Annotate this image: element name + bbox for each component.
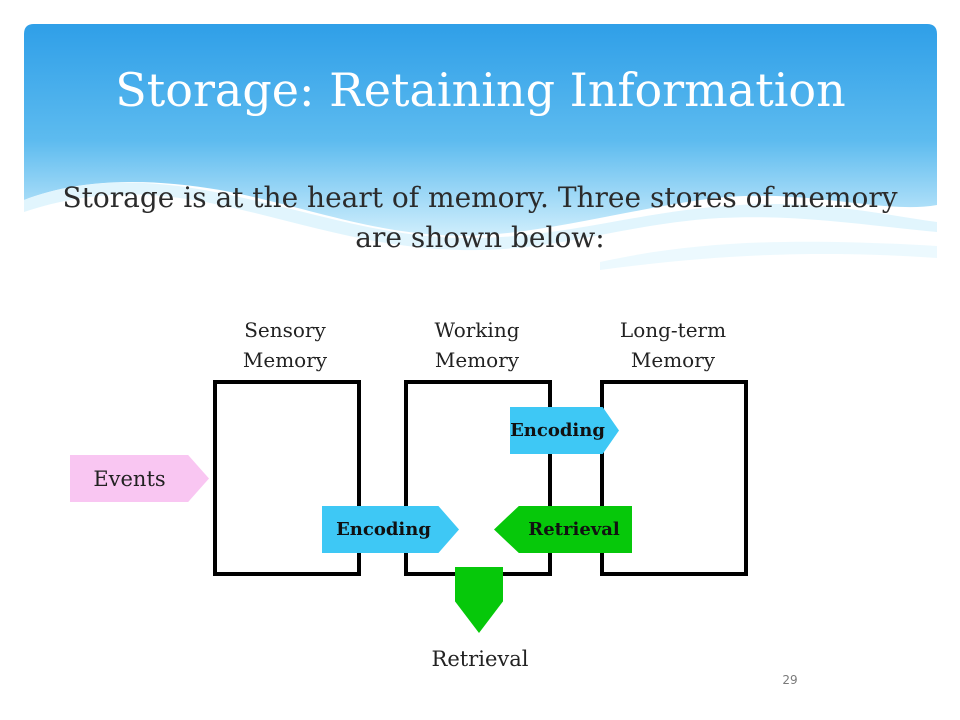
encoding-label: Encoding bbox=[510, 420, 605, 441]
encoding-arrow-to-working: Encoding bbox=[322, 506, 459, 553]
long-term-memory-label: Long-term Memory bbox=[619, 318, 727, 372]
events-label: Events bbox=[93, 466, 166, 491]
retrieval-down-arrow bbox=[455, 567, 503, 633]
encoding-arrow-to-long-term: Encoding bbox=[510, 407, 619, 454]
working-memory-label: Working Memory bbox=[434, 318, 520, 372]
encoding-label: Encoding bbox=[336, 519, 431, 540]
retrieval-arrow-from-long-term: Retrieval bbox=[494, 506, 632, 553]
retrieval-label: Retrieval bbox=[528, 519, 620, 540]
page-number: 29 bbox=[782, 673, 798, 687]
retrieval-output-label: Retrieval bbox=[431, 647, 529, 671]
slide-subtitle: Storage is at the heart of memory. Three… bbox=[62, 181, 898, 254]
events-arrow: Events bbox=[70, 455, 209, 502]
sensory-memory-label: Sensory Memory bbox=[242, 318, 328, 372]
header-banner bbox=[24, 24, 937, 270]
slide-title: Storage: Retaining Information bbox=[115, 63, 846, 117]
